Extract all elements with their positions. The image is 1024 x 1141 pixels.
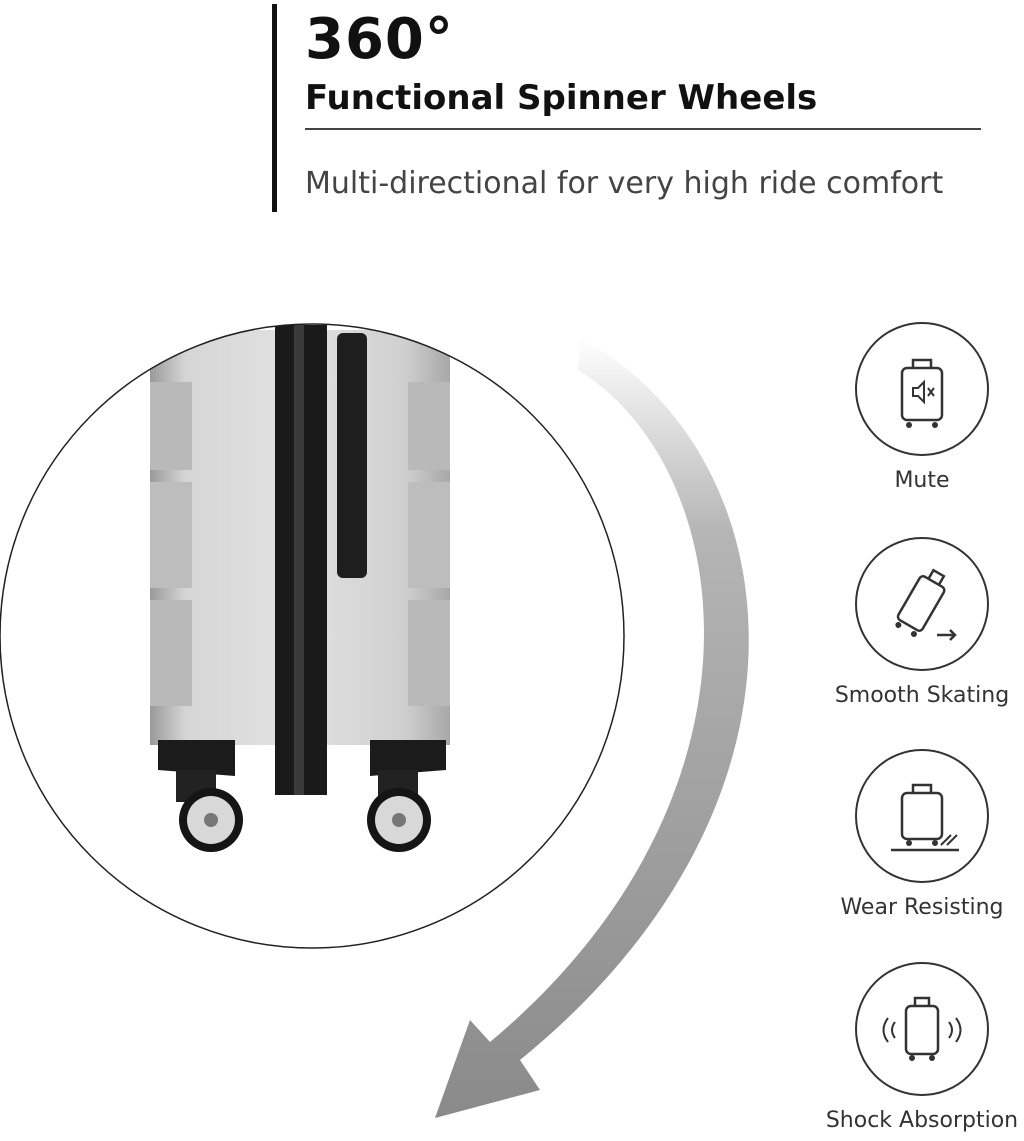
feature-wear-resisting: Wear Resisting [822, 749, 1022, 920]
headline: 360° [305, 7, 454, 72]
header-divider [305, 128, 981, 130]
rolling-suitcase-icon [855, 537, 989, 671]
feature-mute: Mute [822, 322, 1022, 493]
suitcase-closeup [0, 324, 624, 948]
subheadline: Functional Spinner Wheels [305, 78, 818, 118]
feature-shock-absorption-label: Shock Absorption [825, 1108, 1019, 1133]
tagline: Multi-directional for very high ride com… [305, 166, 944, 201]
feature-mute-label: Mute [894, 468, 950, 493]
shock-absorption-suitcase-icon [855, 962, 989, 1096]
feature-smooth-skating: Smooth Skating [822, 537, 1022, 708]
feature-smooth-skating-label: Smooth Skating [834, 683, 1010, 708]
wear-resisting-suitcase-icon [855, 749, 989, 883]
feature-shock-absorption: Shock Absorption [822, 962, 1022, 1133]
header-accent-bar [272, 4, 277, 212]
muted-suitcase-icon [855, 322, 989, 456]
feature-wear-resisting-label: Wear Resisting [840, 895, 1004, 920]
rotation-arrow-icon [435, 338, 749, 1118]
